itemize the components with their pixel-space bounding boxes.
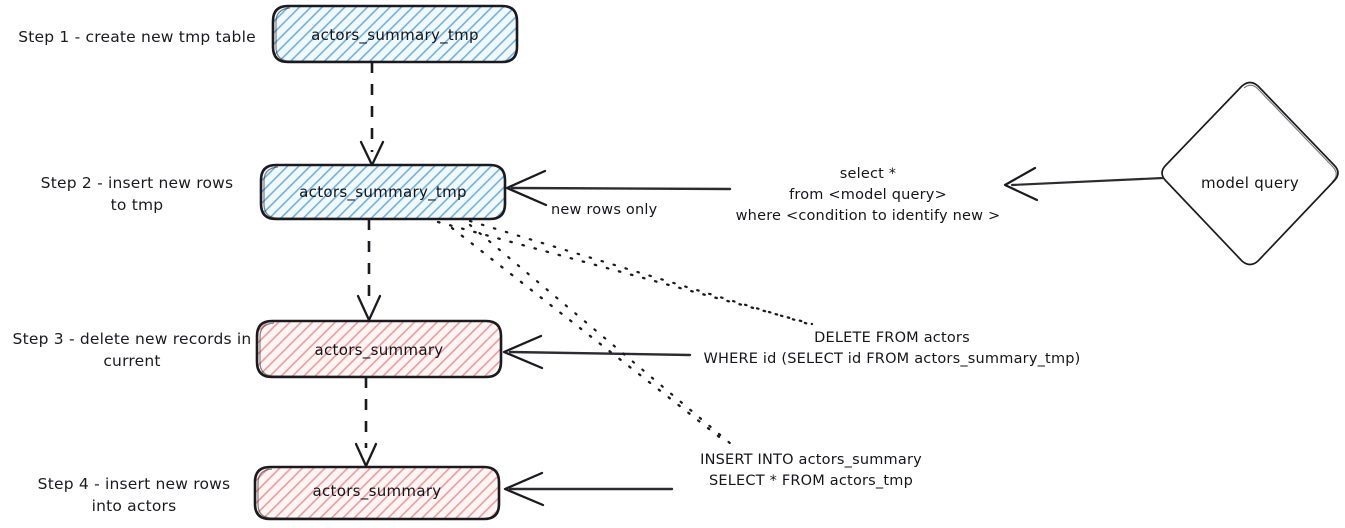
connector-insertsql-step4 (503, 471, 674, 507)
connector-modelquery-sql-arrowhead (1003, 166, 1039, 202)
node-step-3-sketch (259, 322, 486, 378)
connector-step1-step2 (359, 62, 385, 167)
edge-label-model-query-sql: select * from <model query> where <condi… (735, 166, 1001, 225)
step-label-2: Step 2 - insert new rows to tmp (40, 174, 234, 215)
reference-step2-to-delete-line-b (468, 219, 817, 328)
node-step-2-shape (259, 163, 507, 221)
node-step-1-shape (271, 4, 519, 64)
connector-modelsql-step2-arrowhead (505, 169, 548, 207)
connector-insertsql-step4-arrowhead (503, 471, 545, 507)
node-step-4[interactable] (253, 465, 501, 521)
connector-deletesql-step3 (502, 334, 692, 370)
connector-step2-step3-arrowhead (356, 294, 382, 322)
node-step-1-sketch (275, 7, 502, 63)
connector-deletesql-step3-arrowhead (502, 334, 544, 370)
node-step-2[interactable] (259, 163, 507, 221)
connector-modelsql-step2-line (510, 186, 732, 191)
connector-step1-step2-arrowhead (359, 140, 385, 167)
node-step-3[interactable] (255, 319, 503, 379)
connector-step3-step4-arrowhead (354, 442, 378, 468)
edge-label-delete-sql: DELETE FROM actors WHERE id (SELECT id F… (703, 330, 1081, 368)
reference-step2-to-insert (450, 223, 733, 446)
reference-step2-to-delete-line (436, 220, 814, 326)
edge-label-insert-sql: INSERT INTO actors_summary SELECT * FROM… (700, 452, 922, 490)
node-step-4-shape (253, 465, 501, 521)
connector-deletesql-step3-line (508, 350, 692, 357)
connector-modelquery-sql (1003, 166, 1165, 202)
step-label-3: Step 3 - delete new records in current (12, 330, 252, 371)
connector-step3-step4 (354, 377, 378, 468)
reference-step2-to-insert-line (450, 226, 729, 445)
step-label-1: Step 1 - create new tmp table (18, 28, 256, 46)
node-model-query-sketch (1243, 84, 1337, 183)
connector-step2-step3 (356, 219, 382, 322)
node-model-query-shape (1161, 81, 1339, 266)
connector-modelquery-sql-line (1010, 176, 1165, 187)
step-label-4: Step 4 - insert new rows into actors (37, 475, 231, 516)
connector-modelsql-step2 (505, 169, 732, 207)
node-step-4-sketch (257, 468, 484, 520)
node-model-query[interactable] (1161, 81, 1339, 266)
reference-step2-to-delete (436, 219, 817, 328)
node-step-2-sketch (263, 166, 490, 220)
node-step-3-shape (255, 319, 503, 379)
node-step-1[interactable] (271, 4, 519, 64)
edge-label-new-rows-only: new rows only (551, 202, 658, 218)
